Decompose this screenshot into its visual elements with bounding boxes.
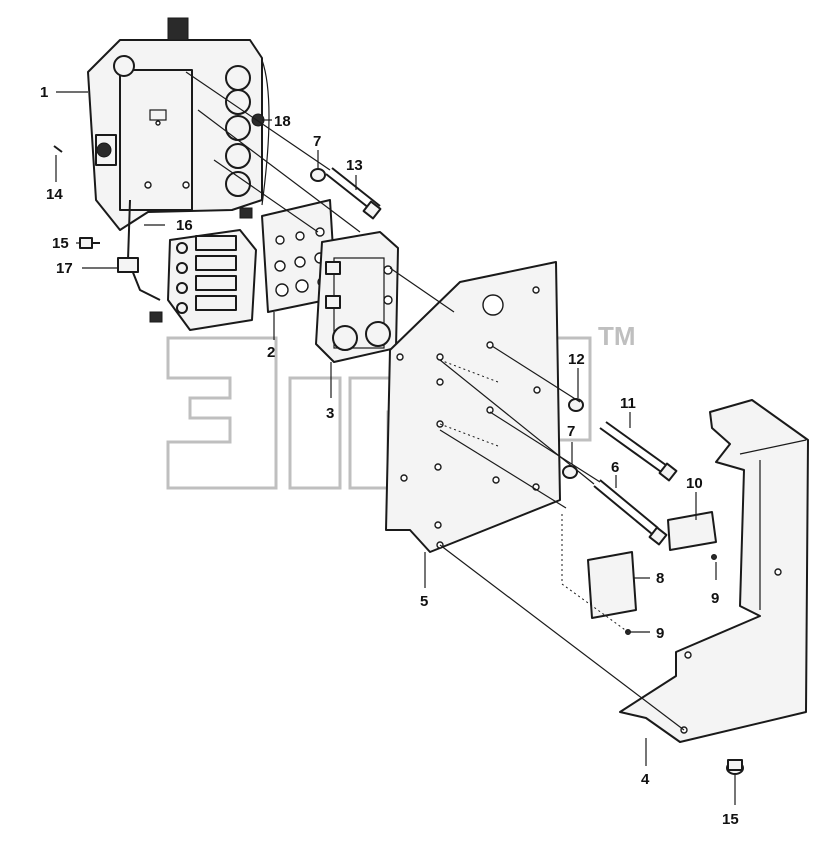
callout-9-lower: 9 [656, 625, 664, 642]
bolt-lower [726, 759, 744, 775]
callout-9-upper: 9 [711, 590, 719, 607]
callout-6: 6 [611, 459, 619, 476]
watermark-trademark: TM [598, 321, 636, 351]
mounting-plate [385, 261, 561, 553]
callout-3: 3 [326, 405, 334, 422]
spacer-12 [568, 398, 584, 412]
callout-13: 13 [346, 157, 363, 174]
bolt-6 [593, 479, 668, 546]
callout-leaders [55, 91, 736, 805]
label-plate-8 [587, 551, 637, 619]
callout-7-lower: 7 [567, 423, 575, 440]
callout-7-upper: 7 [313, 133, 321, 150]
gasket-plate [261, 199, 337, 313]
screw-small [53, 145, 63, 153]
callout-18: 18 [274, 113, 291, 130]
rivet-upper [711, 554, 717, 560]
callout-14: 14 [46, 186, 63, 203]
label-plate-10 [667, 511, 717, 551]
bolt-upper [79, 237, 100, 249]
callout-2: 2 [267, 344, 275, 361]
callout-12: 12 [568, 351, 585, 368]
spacer-7-lower [562, 465, 578, 479]
callout-17: 17 [56, 260, 73, 277]
bolt-11 [599, 421, 678, 482]
spacer-7-upper [310, 168, 326, 182]
callout-11: 11 [620, 395, 636, 412]
bolt-13 [325, 167, 382, 220]
callout-4: 4 [641, 771, 650, 788]
manifold-block [315, 231, 399, 363]
callout-15-lower: 15 [722, 811, 739, 828]
clamp [117, 257, 139, 273]
assembly-lines [185, 71, 685, 731]
harness-connector-bracket [127, 199, 257, 331]
callout-8: 8 [656, 570, 664, 587]
callout-10: 10 [686, 475, 703, 492]
callout-15-upper: 15 [52, 235, 69, 252]
valve-block-assembly [87, 17, 270, 231]
callout-1: 1 [40, 84, 48, 101]
callout-16: 16 [176, 217, 193, 234]
callout-5: 5 [420, 593, 428, 610]
callouts: 1 14 15 17 16 18 7 13 2 3 5 12 11 7 6 10… [40, 84, 739, 828]
support-bracket [619, 399, 809, 743]
